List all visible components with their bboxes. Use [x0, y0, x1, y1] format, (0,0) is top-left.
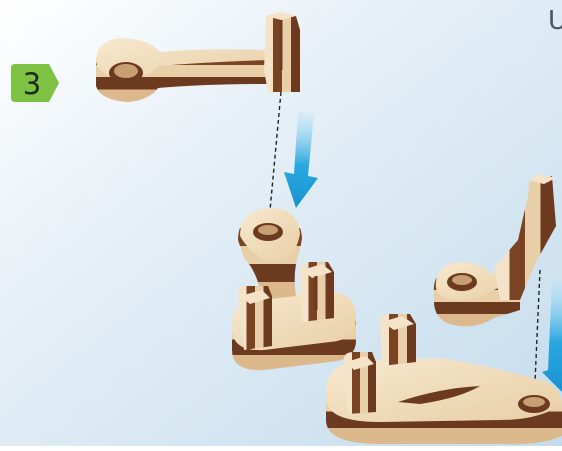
step-number: 3 — [23, 67, 41, 101]
corner-text: U — [548, 8, 562, 34]
step-badge: 3 — [11, 64, 61, 102]
